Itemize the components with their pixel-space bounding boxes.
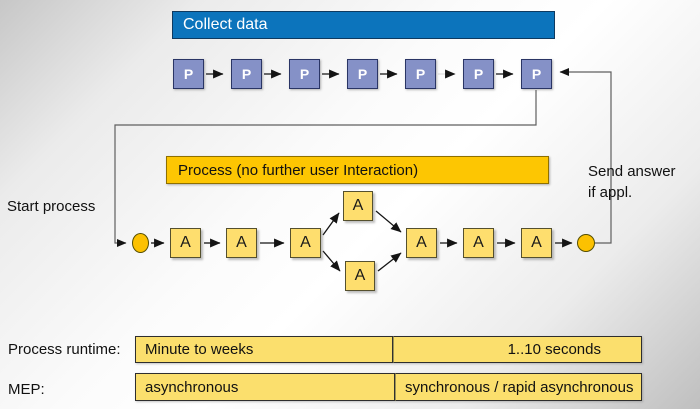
start-process-label: Start process — [7, 196, 95, 217]
process-banner: Process (no further user Interaction) — [166, 156, 549, 184]
mep-label-text: MEP: — [8, 381, 45, 398]
p-step-2-label: P — [241, 66, 252, 82]
runtime-cell-left: Minute to weeks — [135, 336, 393, 363]
p-step-3: P — [289, 59, 320, 89]
p-step-1-label: P — [183, 66, 194, 82]
a-branch-top: A — [343, 191, 373, 221]
p-step-6: P — [463, 59, 494, 89]
a-branch-top-label: A — [352, 197, 364, 214]
a-branch-bottom: A — [345, 261, 375, 291]
a-step-3-label: A — [300, 234, 311, 251]
runtime-cell-right-text: 1..10 seconds — [507, 341, 601, 358]
a-step-2: A — [226, 228, 257, 258]
a-step-6-label: A — [531, 234, 542, 251]
a-step-2-label: A — [236, 234, 247, 251]
start-process-text: Start process — [7, 198, 96, 215]
send-answer-label: Send answer if appl. — [588, 161, 676, 203]
arrow-bottom-merge — [377, 252, 402, 272]
p-step-5: P — [405, 59, 436, 89]
collect-data-banner: Collect data — [172, 11, 555, 39]
send-answer-line2: if appl. — [588, 184, 633, 201]
runtime-cell-right: 1..10 seconds — [393, 336, 642, 363]
start-event-circle — [132, 233, 149, 253]
a-step-merge: A — [406, 228, 437, 258]
p-step-2: P — [231, 59, 262, 89]
a-step-3: A — [290, 228, 321, 258]
a-step-5: A — [463, 228, 494, 258]
p-step-4: P — [347, 59, 378, 89]
p-step-6-label: P — [473, 66, 484, 82]
p-step-3-label: P — [299, 66, 310, 82]
p-step-5-label: P — [415, 66, 426, 82]
arrow-split-bottom — [322, 250, 341, 272]
a-step-1-label: A — [180, 234, 191, 251]
row-label-process-runtime: Process runtime: — [8, 341, 121, 358]
arrow-split-top — [322, 212, 340, 236]
p-step-4-label: P — [357, 66, 368, 82]
mep-cell-left: asynchronous — [135, 373, 395, 401]
end-event-circle — [577, 234, 595, 252]
a-branch-bottom-label: A — [354, 267, 366, 284]
a-step-5-label: A — [473, 234, 484, 251]
mep-cell-right: synchronous / rapid asynchronous — [395, 373, 642, 401]
p-step-7-label: P — [531, 66, 542, 82]
process-runtime-label-text: Process runtime: — [8, 341, 121, 358]
connector-answer-loop — [559, 67, 612, 244]
p-step-7: P — [521, 59, 552, 89]
send-answer-line1: Send answer — [588, 163, 676, 180]
collect-data-banner-label: Collect data — [183, 16, 268, 33]
p-step-1: P — [173, 59, 204, 89]
mep-cell-left-text: asynchronous — [145, 378, 239, 396]
a-step-6: A — [521, 228, 552, 258]
arrow-top-merge — [375, 210, 402, 233]
runtime-cell-left-text: Minute to weeks — [145, 341, 254, 358]
row-label-mep: MEP: — [8, 381, 45, 398]
mep-cell-right-text: synchronous / rapid asynchronous — [405, 378, 634, 396]
a-step-1: A — [170, 228, 201, 258]
a-step-merge-label: A — [416, 234, 427, 251]
process-banner-label: Process (no further user Interaction) — [178, 161, 419, 179]
